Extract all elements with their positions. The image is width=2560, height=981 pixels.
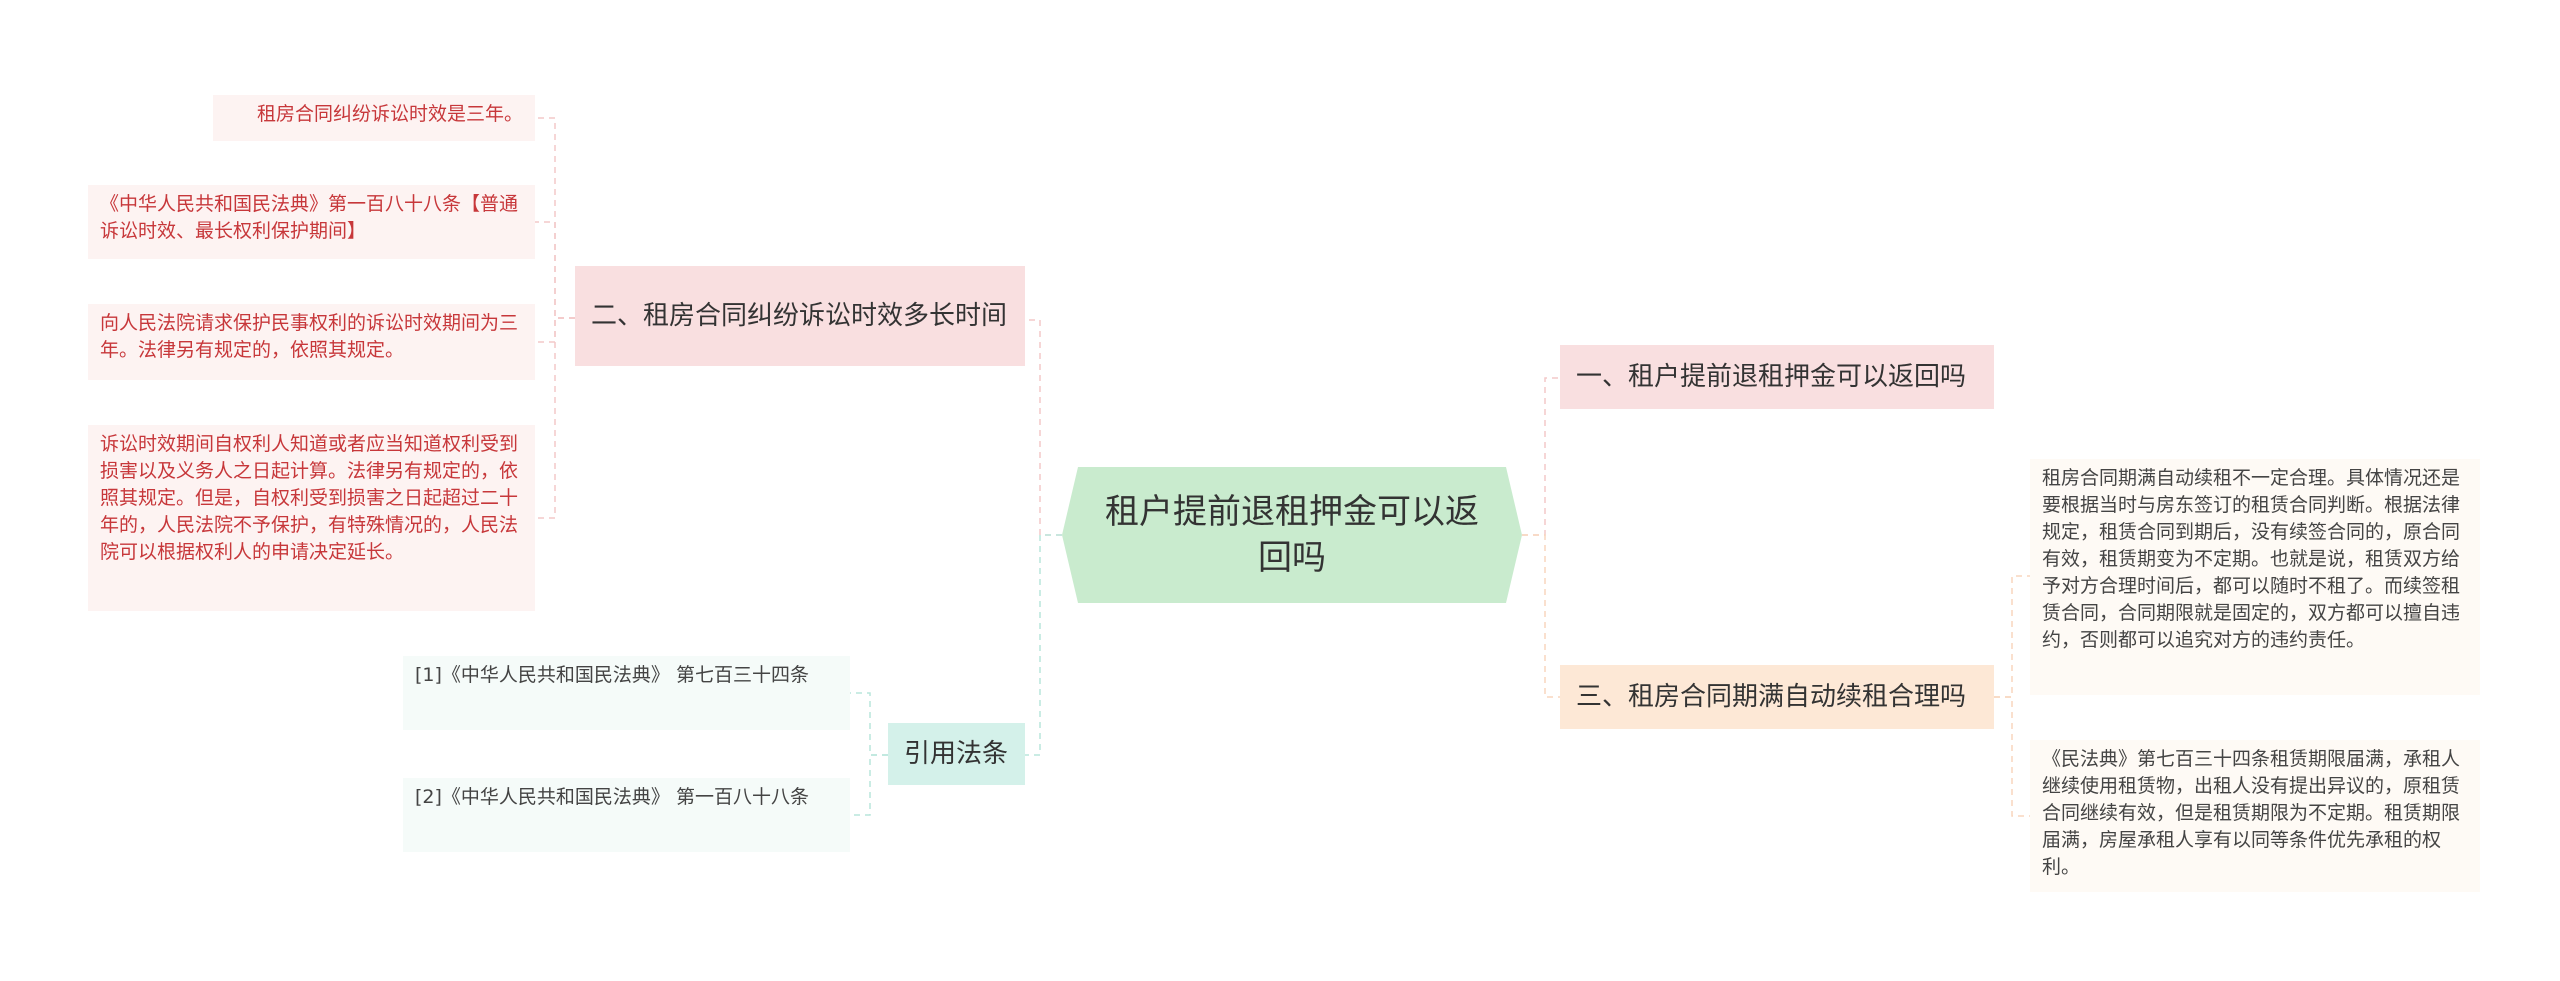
leaf-auto-renewal[interactable]: 租房合同期满自动续租不一定合理。具体情况还是要根据当时与房东签订的租赁合同判断。… [2030, 459, 2480, 695]
branch-4-label: 引用法条 [904, 739, 1009, 769]
leaf-text: 租房合同期满自动续租不一定合理。具体情况还是要根据当时与房东签订的租赁合同判断。… [2042, 467, 2461, 651]
leaf-text: 向人民法院请求保护民事权利的诉讼时效期间为三年。法律另有规定的，依照其规定。 [100, 312, 519, 361]
leaf-text: 《中华人民共和国民法典》第一百八十八条【普通诉讼时效、最长权利保护期间】 [100, 193, 519, 242]
leaf-text: 租房合同纠纷诉讼时效是三年。 [256, 103, 523, 125]
leaf-text: [2]《中华人民共和国民法典》 第一百八十八条 [415, 786, 809, 808]
leaf-period-start[interactable]: 诉讼时效期间自权利人知道或者应当知道权利受到损害以及义务人之日起计算。法律另有规… [88, 425, 535, 611]
branch-2-label: 二、租房合同纠纷诉讼时效多长时间 [591, 301, 1008, 331]
leaf-text: 诉讼时效期间自权利人知道或者应当知道权利受到损害以及义务人之日起计算。法律另有规… [100, 433, 519, 563]
leaf-statute-limitation[interactable]: 租房合同纠纷诉讼时效是三年。 [213, 95, 535, 141]
central-topic-shape [1062, 467, 1522, 603]
leaf-citation-1[interactable]: [1]《中华人民共和国民法典》 第七百三十四条 [403, 656, 850, 730]
branch-1-label: 一、租户提前退租押金可以返回吗 [1576, 362, 1967, 392]
branch-4-node[interactable]: 引用法条 [888, 723, 1025, 785]
leaf-civil-code-188[interactable]: 《中华人民共和国民法典》第一百八十八条【普通诉讼时效、最长权利保护期间】 [88, 185, 535, 259]
leaf-citation-2[interactable]: [2]《中华人民共和国民法典》 第一百八十八条 [403, 778, 850, 852]
leaf-civil-code-734[interactable]: 《民法典》第七百三十四条租赁期限届满，承租人继续使用租赁物，出租人没有提出异议的… [2030, 740, 2480, 892]
branch-2-node[interactable]: 二、租房合同纠纷诉讼时效多长时间 [575, 266, 1025, 366]
central-topic[interactable]: 租户提前退租押金可以返回吗 [1062, 467, 1522, 603]
leaf-text: 《民法典》第七百三十四条租赁期限届满，承租人继续使用租赁物，出租人没有提出异议的… [2042, 748, 2461, 878]
leaf-text: [1]《中华人民共和国民法典》 第七百三十四条 [415, 664, 809, 686]
central-topic-label: 租户提前退租押金可以返回吗 [1105, 492, 1479, 578]
branch-1-node[interactable]: 一、租户提前退租押金可以返回吗 [1560, 345, 1994, 409]
leaf-three-years[interactable]: 向人民法院请求保护民事权利的诉讼时效期间为三年。法律另有规定的，依照其规定。 [88, 304, 535, 380]
branch-3-label: 三、租房合同期满自动续租合理吗 [1576, 682, 1967, 712]
branch-3-node[interactable]: 三、租房合同期满自动续租合理吗 [1560, 665, 1994, 729]
